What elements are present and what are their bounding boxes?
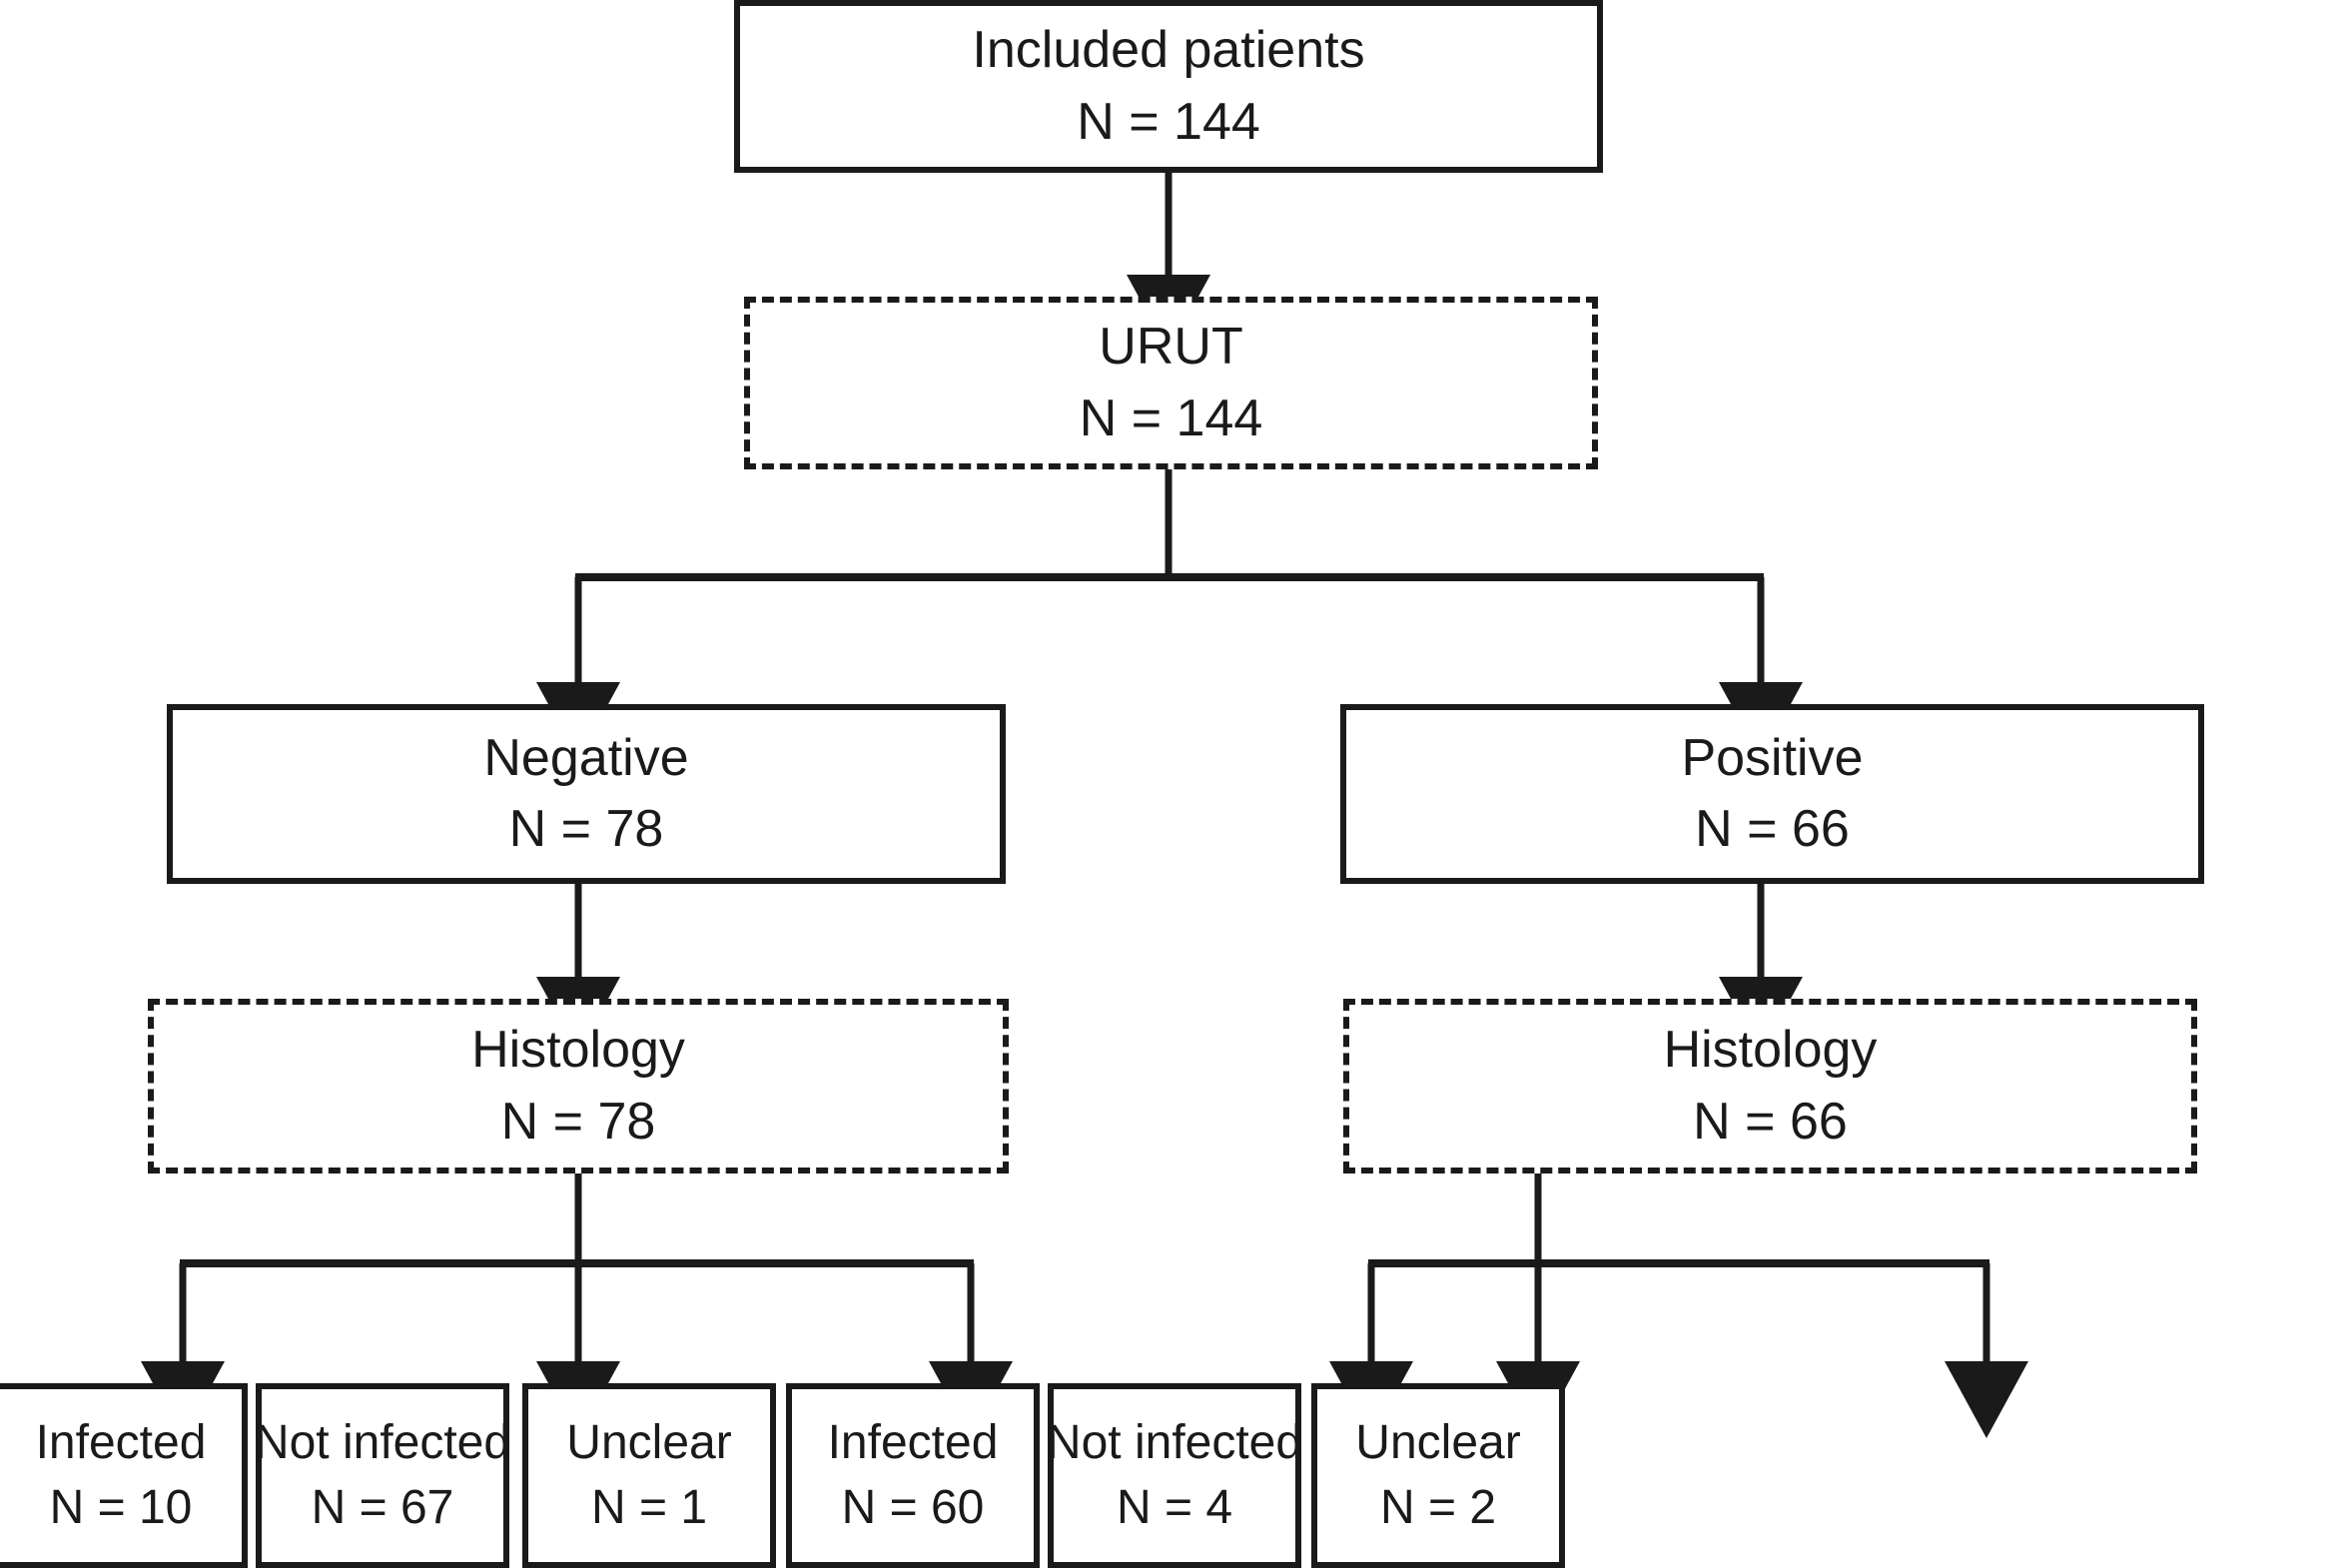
edge-histology-left-split xyxy=(141,1174,1013,1438)
node-title: Positive xyxy=(1681,728,1864,787)
node-title: Negative xyxy=(483,728,689,787)
node-title: Histology xyxy=(1663,1021,1878,1080)
node-included-patients[interactable]: Included patients N = 144 xyxy=(734,0,1603,173)
node-count: N = 66 xyxy=(1695,800,1850,858)
node-count: N = 4 xyxy=(1116,1480,1233,1534)
node-count: N = 78 xyxy=(500,1092,656,1151)
node-count: N = 66 xyxy=(1693,1092,1848,1151)
node-count: N = 1 xyxy=(590,1480,708,1534)
node-positive[interactable]: Positive N = 66 xyxy=(1340,704,2204,884)
node-negative[interactable]: Negative N = 78 xyxy=(167,704,1006,884)
node-negative-unclear[interactable]: Unclear N = 1 xyxy=(522,1383,776,1568)
node-count: N = 144 xyxy=(1079,389,1263,447)
node-title: Included patients xyxy=(972,21,1365,80)
node-count: N = 60 xyxy=(841,1480,985,1534)
node-title: Histology xyxy=(471,1021,685,1080)
node-positive-not-infected[interactable]: Not infected N = 4 xyxy=(1046,1383,1303,1568)
node-title: URUT xyxy=(1099,318,1243,377)
node-count: N = 10 xyxy=(49,1480,193,1534)
edge-histology-right-split xyxy=(1329,1174,2028,1438)
node-positive-infected[interactable]: Infected N = 60 xyxy=(786,1383,1040,1568)
node-count: N = 67 xyxy=(311,1480,454,1534)
node-title: Not infected xyxy=(254,1415,511,1469)
node-positive-unclear[interactable]: Unclear N = 2 xyxy=(1311,1383,1565,1568)
node-histology-positive[interactable]: Histology N = 66 xyxy=(1343,999,2197,1174)
node-title: Infected xyxy=(35,1415,207,1469)
node-histology-negative[interactable]: Histology N = 78 xyxy=(148,999,1009,1174)
node-negative-not-infected[interactable]: Not infected N = 67 xyxy=(254,1383,511,1568)
node-title: Not infected xyxy=(1046,1415,1303,1469)
edge-urut-split xyxy=(536,469,1803,759)
node-title: Infected xyxy=(827,1415,999,1469)
node-title: Unclear xyxy=(1355,1415,1521,1469)
node-urut[interactable]: URUT N = 144 xyxy=(744,297,1598,469)
node-count: N = 78 xyxy=(508,800,664,858)
node-title: Unclear xyxy=(566,1415,732,1469)
node-count: N = 2 xyxy=(1379,1480,1497,1534)
node-count: N = 144 xyxy=(1077,92,1260,151)
node-negative-infected[interactable]: Infected N = 10 xyxy=(0,1383,248,1568)
